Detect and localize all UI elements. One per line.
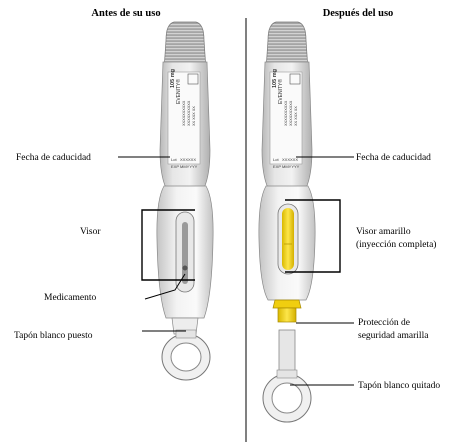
label-brand: EVENITY® — [175, 79, 182, 104]
lot-value: XXXXXX — [180, 157, 196, 162]
callout-bracket-window-left — [141, 209, 195, 281]
header-before-use: Antes de su uso — [91, 8, 160, 19]
lot-prefix-after: Lot — [273, 157, 279, 162]
callout-window-left: Visor — [80, 227, 101, 237]
label-code-3: XX XXX XX — [192, 106, 196, 126]
label-code-1-after: XXXXXXXXXX — [284, 100, 288, 126]
callout-expiry-left: Fecha de caducidad — [16, 153, 91, 163]
exp-value-after: MMYYYY — [282, 164, 300, 169]
header-after-use: Después del uso — [323, 8, 394, 19]
label-code-3-after: XX XXX XX — [294, 106, 298, 126]
lot-value-after: XXXXXX — [282, 157, 298, 162]
label-logo-icon-after — [289, 73, 301, 85]
callout-expiry-right: Fecha de caducidad — [356, 153, 431, 163]
pen-after-use: 105 mg EVENITY® XXXXXXXXXX XXXXXXXXXX XX… — [258, 21, 316, 423]
pen-grip — [163, 21, 207, 71]
label-code-1: XXXXXXXXXX — [182, 100, 186, 126]
exp-value: MMYYYY — [180, 164, 198, 169]
label-dose: 105 mg — [170, 69, 176, 88]
exp-prefix: EXP — [171, 164, 179, 169]
label-dose-after: 105 mg — [272, 69, 278, 88]
pen-label-after: 105 mg EVENITY® XXXXXXXXXX XXXXXXXXXX XX… — [269, 69, 303, 165]
yellow-safety-guard-icon — [272, 299, 302, 323]
lot-prefix: Lot — [171, 157, 177, 162]
pen-before-use: 105 mg EVENITY® XXXXXXXXXX XXXXXXXXXX XX… — [156, 21, 214, 381]
callout-line-medicine-left — [144, 273, 186, 300]
label-code-2: XXXXXXXXXX — [187, 100, 191, 126]
removed-white-cap-icon — [262, 329, 312, 423]
exp-prefix-after: EXP — [273, 164, 281, 169]
callout-window-right-2: (inyección completa) — [356, 239, 436, 250]
pen-grip-after — [265, 21, 309, 71]
window-yellow-fill — [282, 208, 294, 270]
callout-cap-off-right: Tapón blanco quitado — [358, 381, 440, 391]
callout-guard-right-1: Protección de — [358, 318, 410, 328]
label-brand-after: EVENITY® — [277, 79, 284, 104]
callout-medicine-left: Medicamento — [44, 293, 96, 303]
callout-bracket-window-right — [285, 199, 341, 273]
callout-guard-right-2: seguridad amarilla — [358, 331, 429, 341]
callout-cap-on-left: Tapón blanco puesto — [14, 331, 93, 341]
label-logo-icon — [187, 73, 199, 85]
pen-label: 105 mg EVENITY® XXXXXXXXXX XXXXXXXXXX XX… — [167, 69, 201, 165]
label-code-2-after: XXXXXXXXXX — [289, 100, 293, 126]
callout-window-right-1: Visor amarillo — [356, 227, 411, 237]
white-cap-icon — [161, 329, 211, 381]
